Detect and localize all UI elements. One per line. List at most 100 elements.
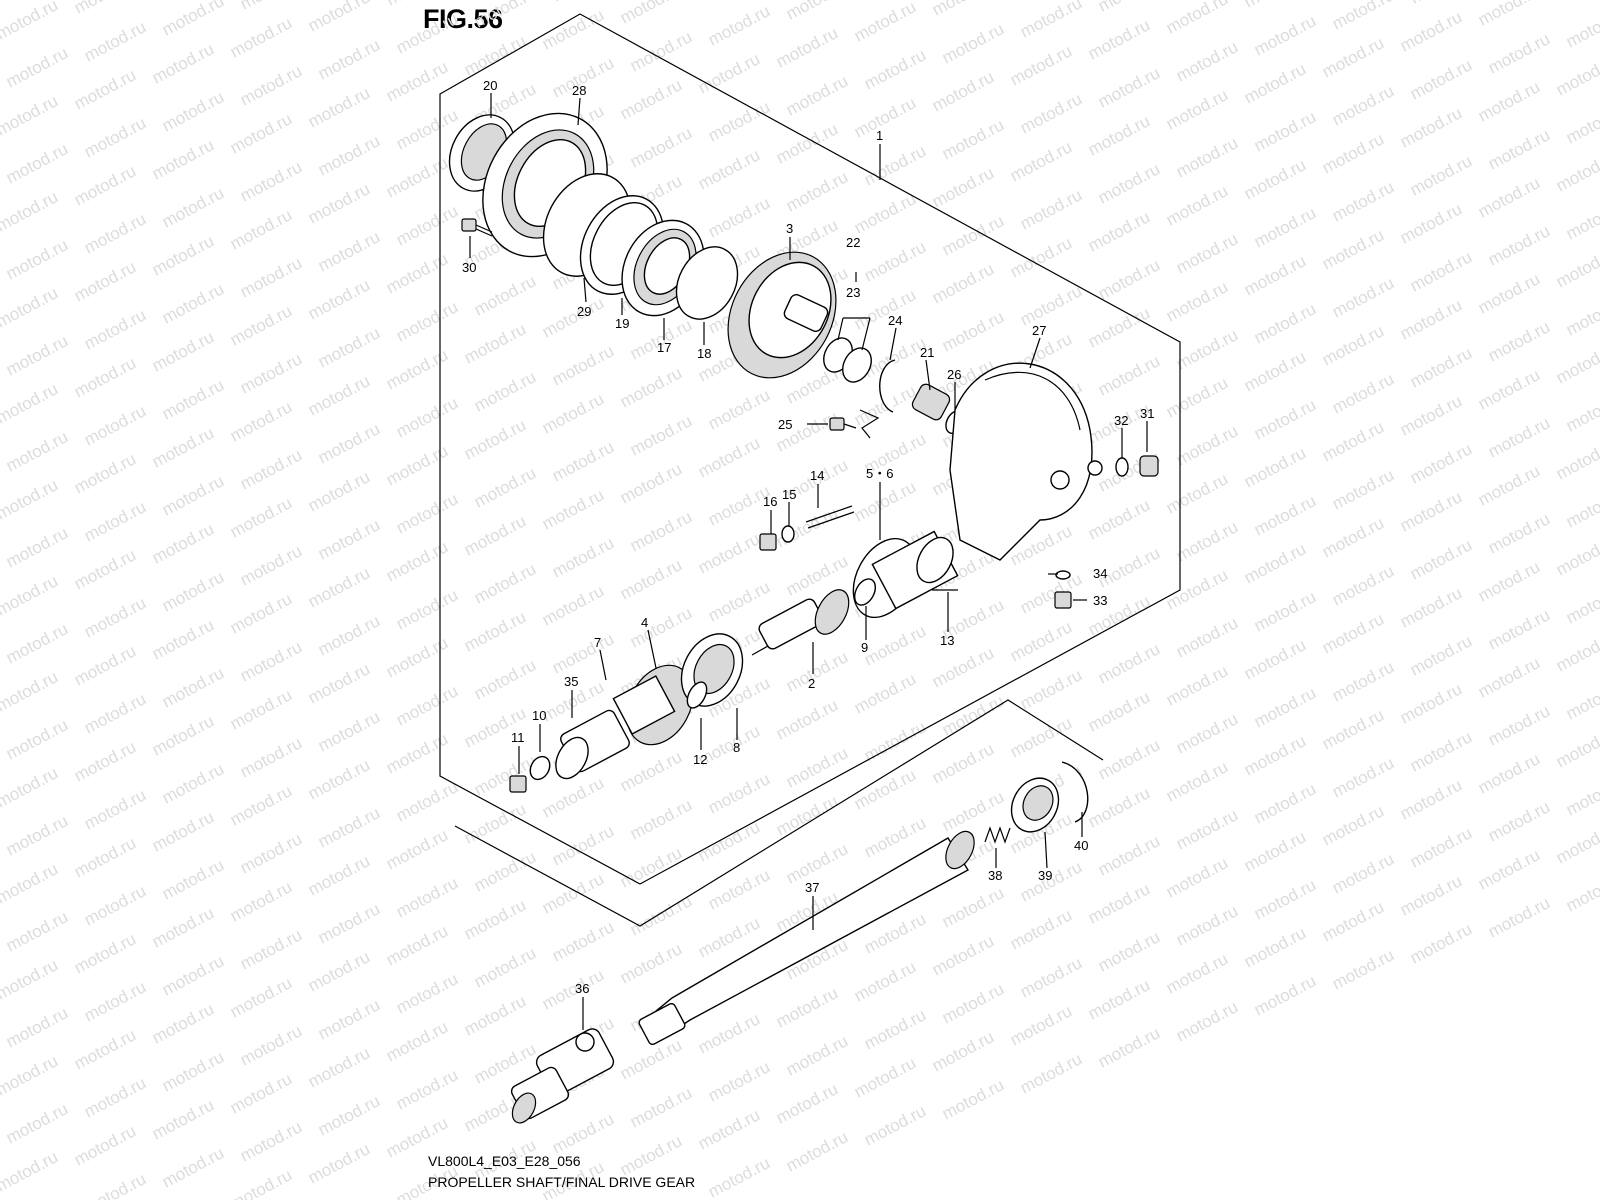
watermark-text: motod.ru (705, 1057, 773, 1105)
watermark-text: motod.ru (929, 1027, 997, 1075)
watermark-text: motod.ru (81, 17, 149, 65)
leader-lines (469, 93, 1148, 1030)
watermark-text: motod.ru (305, 563, 373, 611)
watermark-text: motod.ru (1173, 229, 1241, 277)
watermark-text: motod.ru (939, 307, 1007, 355)
watermark-text: motod.ru (1163, 373, 1231, 421)
watermark-text: motod.ru (1329, 945, 1397, 993)
watermark-text: motod.ru (929, 67, 997, 115)
watermark-text: motod.ru (773, 23, 841, 71)
propeller-shaft-37 (638, 830, 975, 1046)
watermark-text: motod.ru (1085, 111, 1153, 159)
watermark-text: motod.ru (1553, 435, 1600, 483)
watermark-text: motod.ru (1485, 221, 1553, 269)
callout-22: 22 (846, 235, 860, 250)
watermark-text: motod.ru (0, 859, 61, 907)
watermark-text: motod.ru (237, 829, 305, 877)
watermark-text: motod.ru (1329, 849, 1397, 897)
watermark-text: motod.ru (471, 0, 539, 32)
callout-30: 30 (462, 260, 476, 275)
watermark-text: motod.ru (315, 899, 383, 947)
watermark-text: motod.ru (1163, 277, 1231, 325)
stud-14 (805, 505, 855, 529)
watermark-text: motod.ru (695, 817, 763, 865)
circlip-40 (1061, 761, 1089, 823)
watermark-text: motod.ru (383, 249, 451, 297)
watermark-text: motod.ru (461, 415, 529, 463)
watermark-text: motod.ru (237, 157, 305, 205)
watermark-text: motod.ru (1085, 207, 1153, 255)
callout-7: 7 (594, 635, 601, 650)
watermark-text: motod.ru (1163, 853, 1231, 901)
callout-25: 25 (778, 417, 792, 432)
callout-4: 4 (641, 615, 648, 630)
watermark-text: motod.ru (705, 193, 773, 241)
bolt-33 (1054, 591, 1072, 609)
watermark-text: motod.ru (1085, 879, 1153, 927)
watermark-text: motod.ru (773, 695, 841, 743)
watermark-text: motod.ru (1407, 343, 1475, 391)
watermark-text: motod.ru (1485, 797, 1553, 845)
callout-12: 12 (693, 752, 707, 767)
watermark-text: motod.ru (305, 851, 373, 899)
watermark-text: motod.ru (1485, 893, 1553, 941)
watermark-text: motod.ru (1329, 177, 1397, 225)
watermark-text: motod.ru (1563, 483, 1600, 531)
watermark-text: motod.ru (1163, 757, 1231, 805)
watermark-text: motod.ru (539, 293, 607, 341)
watermark-text: motod.ru (1173, 997, 1241, 1045)
needle-bearing-21 (911, 383, 951, 421)
watermark-text: motod.ru (627, 1083, 695, 1131)
watermark-text: motod.ru (617, 843, 685, 891)
watermark-text: motod.ru (1397, 487, 1465, 535)
watermark-text: motod.ru (71, 1121, 139, 1169)
watermark-text: motod.ru (1017, 281, 1085, 329)
watermark-text: motod.ru (3, 1099, 71, 1147)
watermark-text: motod.ru (1007, 233, 1075, 281)
watermark-text: motod.ru (939, 787, 1007, 835)
watermark-text: motod.ru (237, 541, 305, 589)
watermark-text: motod.ru (1475, 173, 1543, 221)
parts-layer (448, 112, 1159, 1124)
watermark-text: motod.ru (617, 0, 685, 28)
watermark-text: motod.ru (1007, 41, 1075, 89)
watermark-text: motod.ru (315, 803, 383, 851)
watermark-text: motod.ru (773, 983, 841, 1031)
watermark-text: motod.ru (315, 35, 383, 83)
watermark-text: motod.ru (159, 471, 227, 519)
watermark-text: motod.ru (1017, 1049, 1085, 1097)
watermark-text: motod.ru (227, 493, 295, 541)
callout-19: 19 (615, 316, 629, 331)
callout-35: 35 (564, 674, 578, 689)
watermark-text: motod.ru (1007, 617, 1075, 665)
cam-dog-4 (612, 664, 694, 746)
watermark-text: motod.ru (315, 515, 383, 563)
watermark-text: motod.ru (1095, 351, 1163, 399)
watermark-text: motod.ru (1173, 133, 1241, 181)
watermark-text: motod.ru (1329, 273, 1397, 321)
watermark-text: motod.ru (1475, 365, 1543, 413)
nut-11 (509, 775, 527, 793)
watermark-text: motod.ru (1485, 605, 1553, 653)
washer-15 (781, 525, 795, 543)
watermark-text: motod.ru (929, 739, 997, 787)
retainer-24 (879, 359, 896, 413)
watermark-text: motod.ru (471, 751, 539, 799)
watermark-text: motod.ru (695, 49, 763, 97)
watermark-text: motod.ru (1017, 0, 1085, 42)
callout-17: 17 (657, 340, 671, 355)
callout-5-6: 5・6 (866, 466, 893, 481)
watermark-text: motod.ru (393, 393, 461, 441)
watermark-text: motod.ru (1251, 299, 1319, 347)
watermark-text: motod.ru (1329, 81, 1397, 129)
watermark-text: motod.ru (3, 523, 71, 571)
watermark-text: motod.ru (617, 459, 685, 507)
watermark-text: motod.ru (1485, 125, 1553, 173)
gear-case-27 (949, 362, 1103, 561)
watermark-text: motod.ru (1475, 557, 1543, 605)
callout-31: 31 (1140, 406, 1154, 421)
watermark-text: motod.ru (471, 271, 539, 319)
watermark-text: motod.ru (159, 759, 227, 807)
watermark-text: motod.ru (305, 1043, 373, 1091)
watermark-text: motod.ru (1251, 971, 1319, 1019)
